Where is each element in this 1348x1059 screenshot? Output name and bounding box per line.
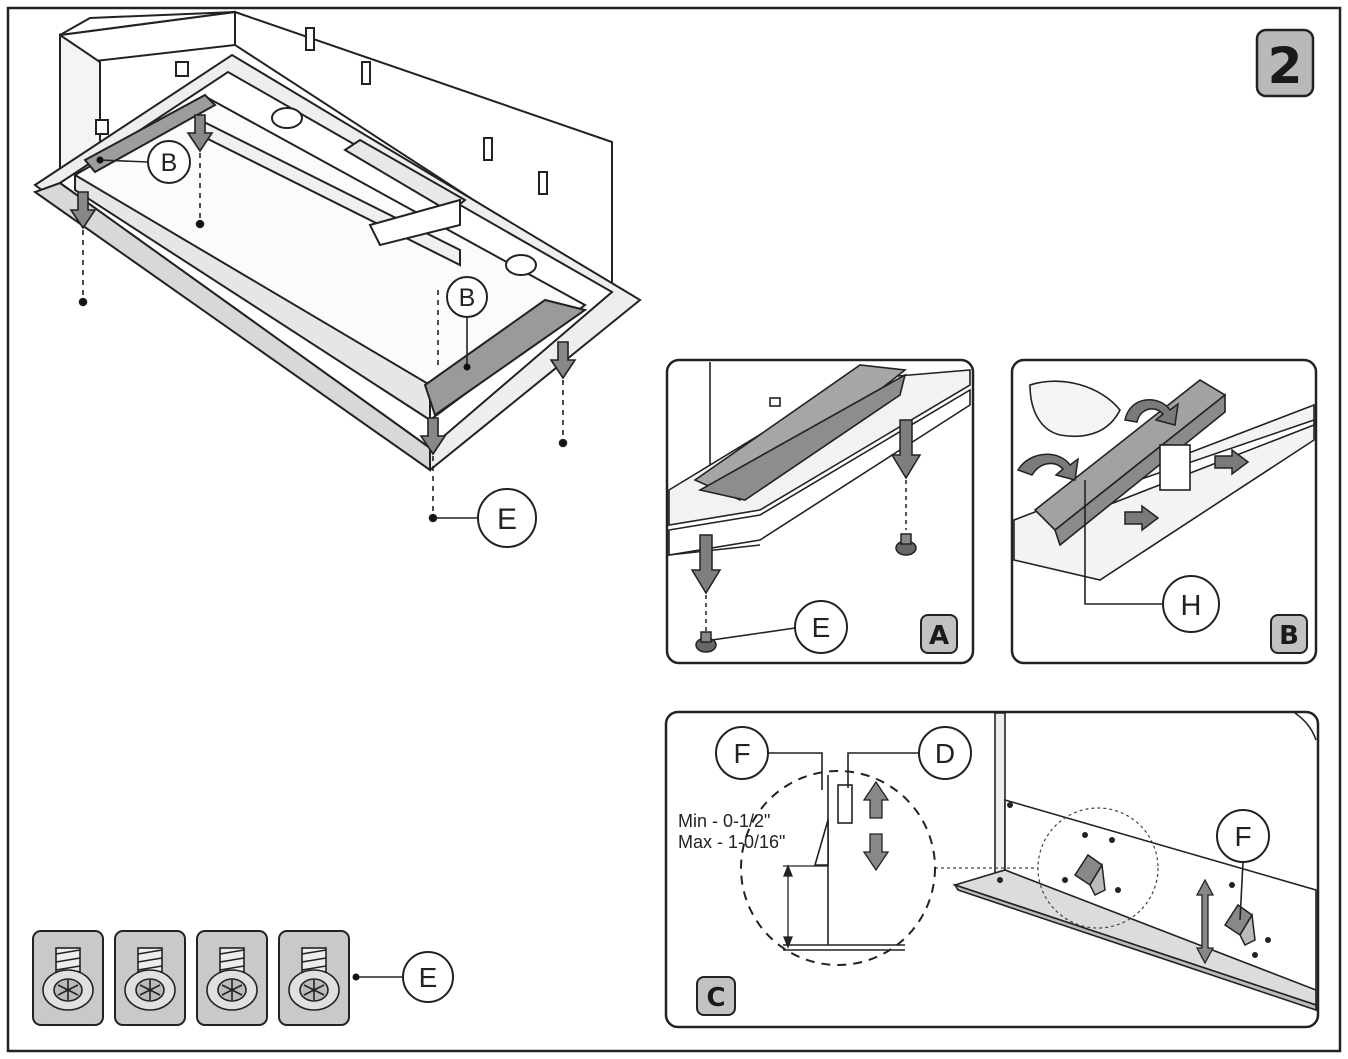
screw-icon xyxy=(695,631,717,653)
callout-b-upper: B xyxy=(96,140,191,184)
callout-e-detail-a: E xyxy=(711,600,848,654)
callout-d-label: D xyxy=(935,738,955,769)
screw-tile xyxy=(196,930,268,1026)
measurement-min: Min - 0-1/2" xyxy=(678,811,770,831)
rotate-arrow-icon xyxy=(1016,453,1079,481)
hood-main-drawing xyxy=(32,10,642,472)
step-badge: 2 xyxy=(1255,28,1315,98)
panel-c-label: C xyxy=(706,983,725,1013)
screw-icon xyxy=(42,947,94,1011)
down-arrow-icon xyxy=(186,114,214,229)
callout-f-left-label: F xyxy=(733,738,750,769)
callout-e-main-label: E xyxy=(497,503,517,536)
clip-icon xyxy=(1223,903,1256,947)
screw-icon xyxy=(288,947,340,1011)
down-arrow-icon xyxy=(890,419,922,530)
screw-icon xyxy=(206,947,258,1011)
push-arrow-icon xyxy=(1214,448,1250,476)
down-arrow-icon xyxy=(419,417,447,523)
callout-b-upper-label: B xyxy=(161,149,178,177)
screw-tile xyxy=(32,930,104,1026)
down-arrow-icon xyxy=(549,341,577,448)
callout-e-screws: E xyxy=(352,951,454,1003)
callout-e-main: E xyxy=(436,488,537,548)
callout-d: D xyxy=(847,726,972,788)
detail-panel-b: H B xyxy=(1010,358,1318,665)
screw-tile xyxy=(114,930,186,1026)
callout-b-lower: B xyxy=(446,276,488,371)
page-border xyxy=(6,6,1342,1053)
panel-b-label: B xyxy=(1279,621,1299,651)
callout-h: H xyxy=(1084,480,1220,633)
step-number: 2 xyxy=(1268,37,1303,95)
callout-f-right-label: F xyxy=(1234,821,1251,852)
callout-h-label: H xyxy=(1181,590,1202,622)
screw-tiles: E xyxy=(32,930,454,1026)
down-arrow-icon xyxy=(69,191,97,307)
down-arrow-icon xyxy=(690,534,722,632)
callout-e-detail-a-label: E xyxy=(812,612,831,643)
callout-e-screws-label: E xyxy=(419,962,438,993)
clip-icon xyxy=(1073,853,1106,897)
updown-arrow-icon xyxy=(862,780,890,872)
updown-arrow-icon xyxy=(1195,878,1215,965)
measurement-max: Max - 1-0/16" xyxy=(678,832,785,852)
callout-f-left: F xyxy=(715,726,823,790)
detail-circle xyxy=(740,770,936,966)
callout-f-right: F xyxy=(1216,809,1270,921)
screw-icon xyxy=(895,533,917,556)
detail-panel-c: F D Min - 0-1/2" Max - 1-0/16" F C xyxy=(664,710,1320,1029)
screw-tile xyxy=(278,930,350,1026)
screw-icon xyxy=(124,947,176,1011)
main-arrows xyxy=(69,114,577,523)
callout-b-lower-label: B xyxy=(459,284,476,312)
panel-a-label: A xyxy=(929,621,949,651)
detail-panel-a: E A xyxy=(665,358,975,665)
measurement-arrow-icon xyxy=(783,864,828,949)
push-arrow-icon xyxy=(1124,504,1160,532)
rotate-arrow-icon xyxy=(1124,399,1179,426)
